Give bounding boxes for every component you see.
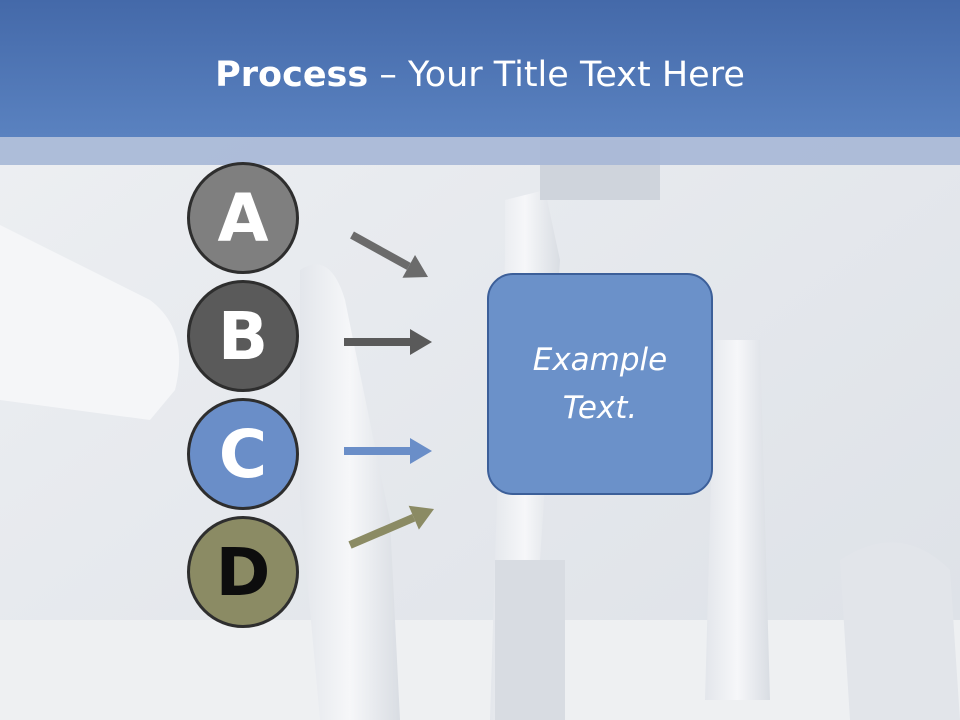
arrow-d-shaft <box>348 513 416 549</box>
title-rest: – Your Title Text Here <box>368 55 745 95</box>
step-circle-a: A <box>187 162 299 274</box>
arrow-a-head <box>402 254 428 278</box>
step-letter-a: A <box>217 179 269 257</box>
step-letter-c: C <box>218 415 268 493</box>
title-bold: Process <box>215 55 369 95</box>
example-text-line1: Example <box>532 342 668 378</box>
step-circle-d: D <box>187 516 299 628</box>
example-text-line2: Text. <box>562 390 638 426</box>
example-text-box: Example Text. <box>487 273 713 495</box>
arrow-c <box>344 438 432 464</box>
arrow-d <box>348 505 434 549</box>
step-circle-b: B <box>187 280 299 392</box>
arrow-b-head <box>410 329 432 355</box>
arrow-d-head <box>408 505 434 530</box>
title-underline-strip <box>0 137 960 165</box>
step-letter-d: D <box>215 533 271 611</box>
title-bar <box>0 0 960 137</box>
arrow-a-shaft <box>350 231 411 270</box>
slide-title: Process – Your Title Text Here <box>0 52 960 98</box>
arrow-b <box>344 329 432 355</box>
arrow-c-head <box>410 438 432 464</box>
step-letter-b: B <box>217 297 269 375</box>
arrow-a <box>350 231 428 278</box>
step-circle-c: C <box>187 398 299 510</box>
